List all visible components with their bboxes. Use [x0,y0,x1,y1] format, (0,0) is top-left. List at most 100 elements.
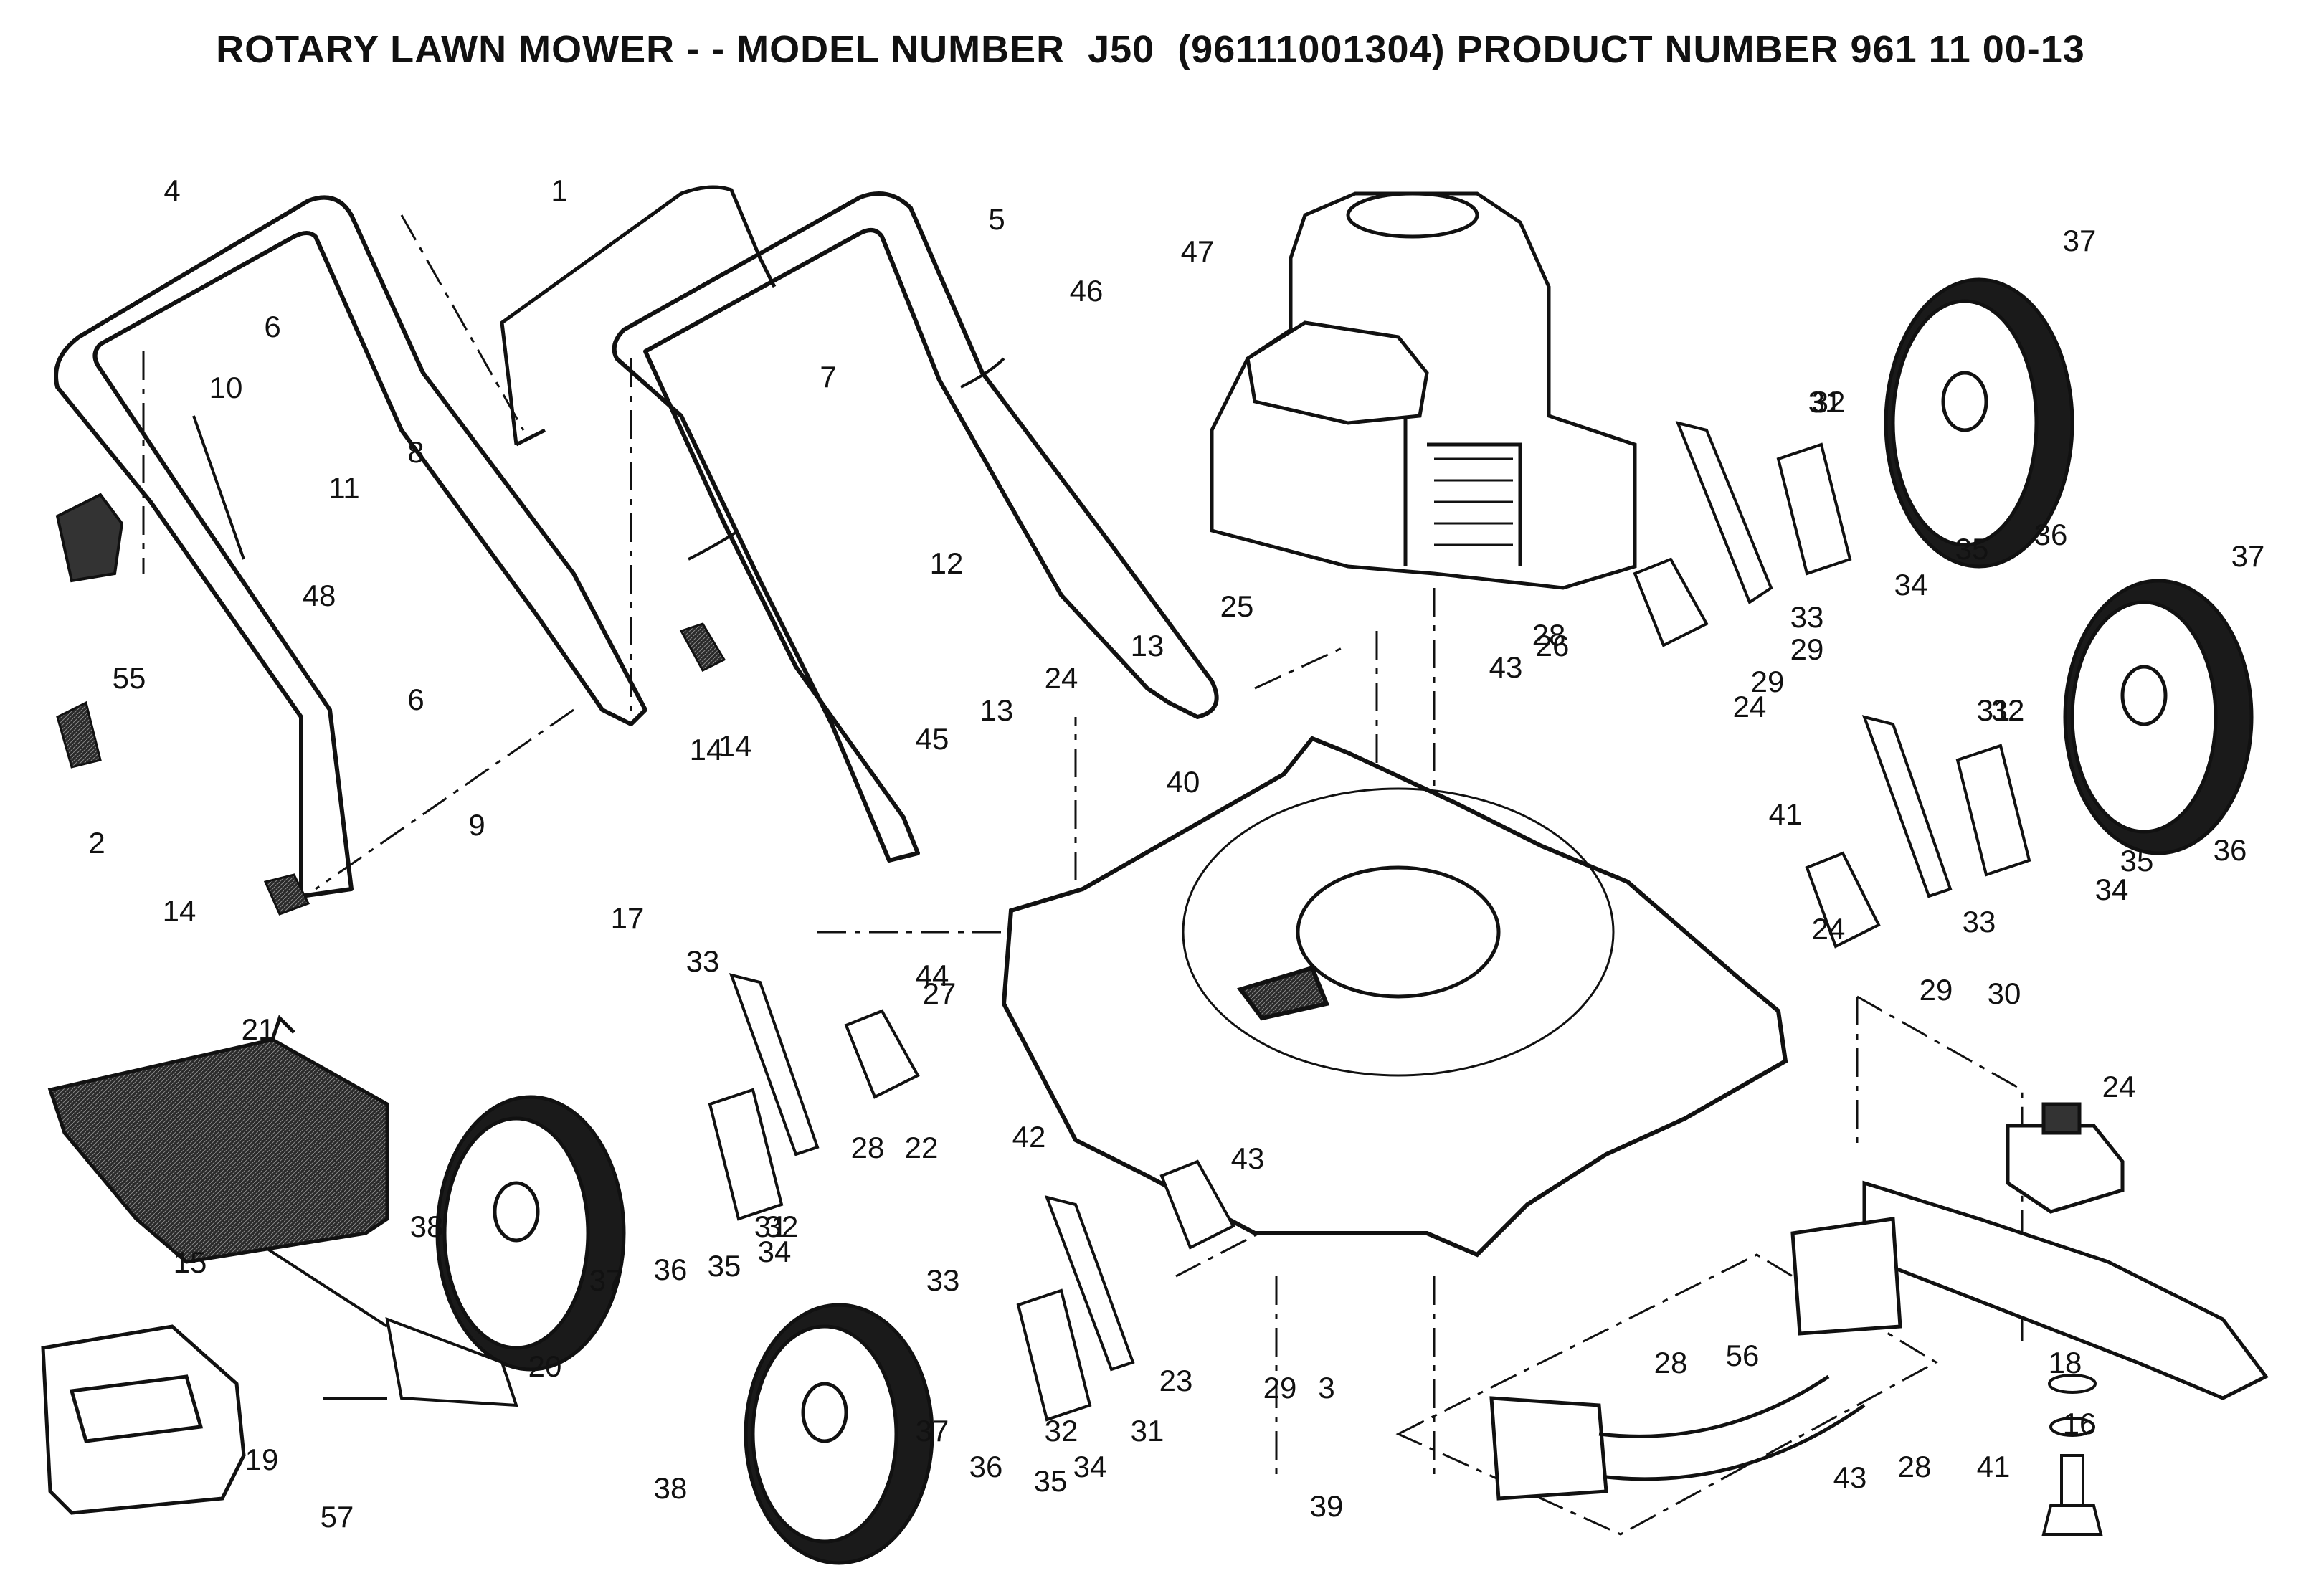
callout-47: 47 [1181,234,1215,268]
callout-24: 24 [2102,1070,2136,1103]
callout-10: 10 [209,371,243,404]
callout-43: 43 [1833,1460,1867,1494]
callout-28: 28 [1532,618,1566,652]
callout-43: 43 [1231,1141,1265,1175]
control-bail [500,185,777,447]
callout-18: 18 [2049,1346,2082,1379]
callout-28: 28 [1654,1346,1688,1379]
callout-31: 31 [1808,385,1842,419]
cable-clips [192,357,1005,561]
callout-11: 11 [328,471,360,505]
cable-control [55,493,124,583]
wheel [2063,579,2254,855]
callout-32: 32 [765,1210,799,1243]
callout-3: 3 [1318,1371,1334,1405]
callout-33: 33 [686,944,720,978]
callout-42: 42 [1012,1120,1046,1154]
callout-22: 22 [905,1131,939,1164]
callout-35: 35 [1034,1464,1068,1498]
rear-deflector [47,1015,389,1264]
callout-44: 44 [916,959,949,992]
callout-31: 31 [1131,1414,1164,1448]
callout-9: 9 [468,808,485,842]
callout-33: 33 [1963,905,1996,939]
wheel [744,1303,934,1565]
callout-17: 17 [611,901,645,935]
callout-35: 35 [1955,532,1989,566]
callout-38: 38 [410,1210,444,1243]
callout-29: 29 [1920,973,1953,1007]
callout-39: 39 [1310,1489,1344,1523]
callout-45: 45 [916,722,949,756]
callout-15: 15 [174,1245,207,1279]
rear-axle-parts [264,1246,518,1407]
callout-14: 14 [718,729,752,763]
callout-34: 34 [758,1235,792,1268]
callout-37: 37 [2063,224,2097,257]
callout-55: 55 [113,661,146,695]
callout-35: 35 [2120,844,2154,878]
rear-skirt [41,1324,246,1515]
callout-6: 6 [264,310,280,343]
callout-29: 29 [1790,632,1824,666]
callout-36: 36 [2214,833,2247,867]
callout-38: 38 [654,1471,688,1505]
callout-33: 33 [1790,600,1824,634]
callout-12: 12 [930,546,964,580]
callout-37: 37 [916,1414,949,1448]
callout-46: 46 [1070,274,1104,308]
callout-layer: 1234566789101112131314141415161718192021… [88,174,2264,1534]
callout-34: 34 [2095,873,2129,906]
callout-5: 5 [988,202,1005,236]
callout-6: 6 [407,683,424,716]
callout-37: 37 [2231,539,2265,573]
callout-40: 40 [1167,765,1200,799]
blade-bolt [2041,1374,2103,1536]
wheel [435,1095,626,1372]
wheel [1884,277,2074,569]
callout-34: 34 [1894,568,1928,602]
callout-23: 23 [1159,1364,1193,1397]
callout-29: 29 [1751,665,1785,698]
callout-20: 20 [528,1349,562,1383]
callout-37: 37 [589,1263,623,1297]
callout-25: 25 [1220,589,1254,623]
callout-4: 4 [163,174,180,207]
callout-32: 32 [1812,385,1846,419]
callout-32: 32 [1991,693,2025,727]
callout-34: 34 [1073,1450,1107,1483]
mulch-plate [1489,1217,1902,1501]
callout-36: 36 [2034,518,2068,551]
callout-41: 41 [1977,1450,2011,1483]
callout-30: 30 [1988,977,2021,1010]
callout-57: 57 [321,1500,354,1534]
upper-handle [612,191,1219,863]
callout-21: 21 [242,1012,275,1046]
page-title: ROTARY LAWN MOWER - - MODEL NUMBER J50 (… [216,28,2085,71]
engine [1210,191,1637,590]
callout-29: 29 [1263,1371,1297,1405]
callout-24: 24 [1733,690,1767,723]
lower-handle [54,195,647,898]
callout-13: 13 [1131,629,1164,662]
callout-19: 19 [245,1443,279,1476]
callout-28: 28 [851,1131,885,1164]
callout-13: 13 [980,693,1014,727]
callout-36: 36 [654,1253,688,1286]
callout-16: 16 [2063,1407,2097,1440]
callout-35: 35 [708,1249,741,1283]
callout-14: 14 [163,894,196,928]
callout-32: 32 [1045,1414,1078,1448]
callout-41: 41 [1769,797,1803,831]
callout-36: 36 [969,1450,1003,1483]
callout-31: 31 [1977,693,2011,727]
callout-24: 24 [1045,661,1078,695]
callout-24: 24 [1812,912,1846,946]
callout-56: 56 [1726,1339,1760,1372]
callout-8: 8 [407,435,424,469]
callout-1: 1 [551,174,567,207]
callout-14: 14 [690,733,723,766]
axle-bracket [708,442,2031,1422]
callout-33: 33 [926,1263,960,1297]
